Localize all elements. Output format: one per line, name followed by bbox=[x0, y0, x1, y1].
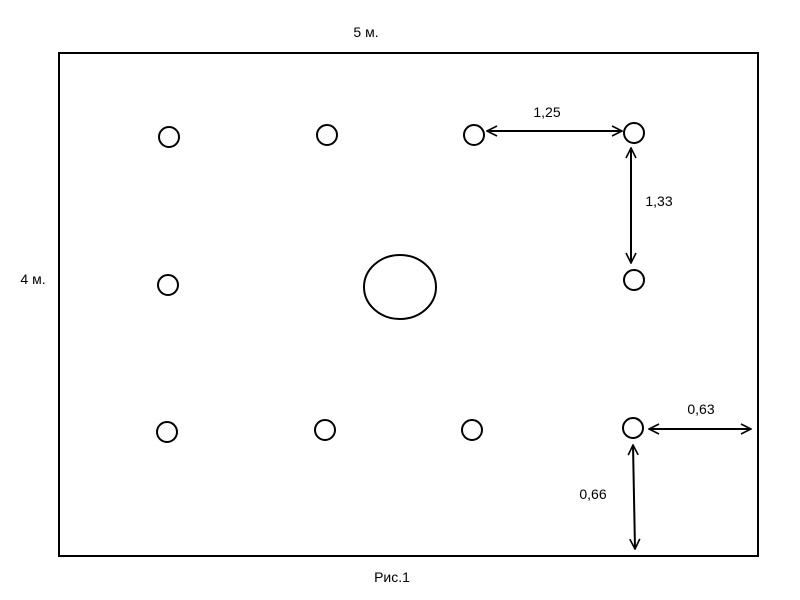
lamp-circle bbox=[461, 419, 483, 441]
lamp-circle bbox=[463, 124, 485, 146]
dimension-label-vertical: 1,33 bbox=[645, 193, 672, 209]
dimension-label-horizontal: 1,25 bbox=[533, 104, 560, 120]
room-outline bbox=[58, 52, 759, 557]
lamp-circle bbox=[156, 421, 178, 443]
room-width-label: 5 м. bbox=[353, 24, 378, 40]
lamp-circle bbox=[622, 417, 644, 439]
center-fixture bbox=[363, 254, 437, 320]
lamp-circle bbox=[623, 269, 645, 291]
lamp-circle bbox=[158, 126, 180, 148]
room-height-label: 4 м. bbox=[20, 271, 45, 287]
dimension-arrow-edge-bottom bbox=[633, 445, 635, 549]
dimension-label-edge-bottom: 0,66 bbox=[579, 486, 606, 502]
lamp-circle bbox=[157, 274, 179, 296]
figure-caption: Рис.1 bbox=[374, 569, 410, 585]
lamp-circle bbox=[316, 124, 338, 146]
lamp-circle bbox=[314, 419, 336, 441]
dimension-label-edge-right: 0,63 bbox=[687, 401, 714, 417]
lamp-circle bbox=[623, 122, 645, 144]
